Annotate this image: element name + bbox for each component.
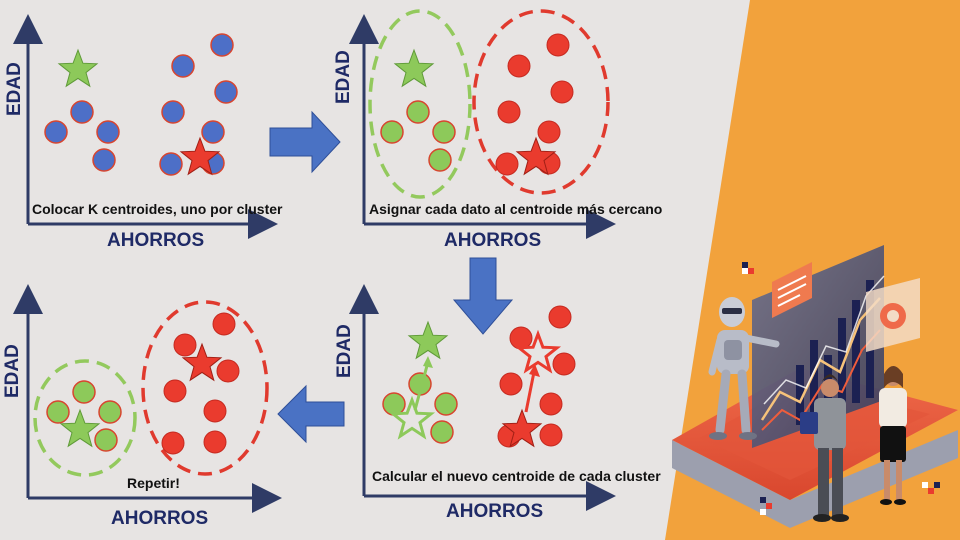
data-point (210, 33, 234, 57)
centroid-move-arrow (524, 371, 536, 413)
red-points (495, 33, 574, 176)
green-points (46, 380, 122, 452)
data-point (548, 305, 572, 329)
data-point (92, 148, 116, 172)
green-centroid-star-icon (393, 48, 435, 88)
data-point (539, 392, 563, 416)
red-points (161, 312, 240, 455)
platform-side (672, 430, 958, 528)
data-point (214, 80, 238, 104)
data-point (428, 148, 452, 172)
red-cluster-boundary (472, 9, 610, 195)
x-axis-label: AHORROS (111, 508, 209, 529)
data-point (546, 33, 570, 57)
panel-4 (12, 284, 282, 513)
green-points (380, 100, 456, 172)
data-point (161, 100, 185, 124)
data-point (382, 392, 406, 416)
data-point (98, 400, 122, 424)
x-axis-label: AHORROS (446, 501, 544, 522)
data-point (161, 431, 185, 455)
data-point (159, 152, 183, 176)
data-point (72, 380, 96, 404)
data-point (497, 100, 521, 124)
green-centroid-star-icon (57, 48, 99, 88)
decorative-squares (742, 262, 940, 515)
data-point (537, 120, 561, 144)
red-centroid-star-icon (179, 136, 221, 176)
arrowhead-icon (423, 356, 433, 368)
step-caption: Repetir! (127, 475, 180, 491)
data-point (203, 430, 227, 454)
data-point (46, 400, 70, 424)
data-point (539, 423, 563, 447)
data-point (499, 372, 523, 396)
panel-1 (12, 14, 278, 239)
step-caption: Asignar cada dato al centroide más cerca… (369, 201, 663, 217)
data-point (173, 333, 197, 357)
blue-points (44, 33, 238, 176)
right-arrow-icon (269, 110, 341, 174)
businessman-icon (800, 374, 849, 522)
data-point (201, 120, 225, 144)
red-cluster-boundary (141, 300, 269, 476)
card-line (777, 283, 807, 299)
green-points (382, 372, 458, 444)
red-centroid-star-icon (515, 136, 557, 176)
step-caption: Colocar K centroides, uno por cluster (32, 201, 283, 217)
data-point (44, 120, 68, 144)
card-line (777, 275, 807, 291)
red-centroid-star-icon (181, 342, 223, 382)
data-point (94, 428, 118, 452)
data-point (432, 120, 456, 144)
data-point (203, 399, 227, 423)
green-centroid-star-icon (407, 320, 449, 360)
data-point (434, 392, 458, 416)
arrowhead-icon (529, 364, 540, 377)
new-red-centroid-star-icon (514, 329, 562, 374)
y-axis-label: EDAD (4, 62, 25, 116)
data-point (212, 312, 236, 336)
data-point (406, 100, 430, 124)
panel-3 (349, 284, 616, 511)
data-point (495, 152, 519, 176)
x-axis-label: AHORROS (107, 230, 205, 251)
green-cluster-boundary (368, 9, 472, 199)
data-point (509, 326, 533, 350)
data-point (552, 352, 576, 376)
card-line (777, 294, 801, 307)
data-point (96, 120, 120, 144)
down-arrow-icon (452, 257, 514, 335)
data-point (216, 359, 240, 383)
businesswoman-icon (879, 366, 907, 505)
data-point (70, 100, 94, 124)
pie-chart-hole (887, 310, 899, 322)
robot-business-analytics-illustration (672, 245, 958, 528)
step-caption: Calcular el nuevo centroide de cada clus… (372, 468, 661, 484)
new-green-centroid-star-icon (388, 395, 436, 440)
centroid-move-arrow (413, 361, 430, 411)
green-centroid-star-icon (59, 408, 101, 448)
y-axis-label: EDAD (334, 324, 355, 378)
data-point (507, 54, 531, 78)
data-point (550, 80, 574, 104)
green-cluster-boundary (33, 359, 137, 477)
data-point (171, 54, 195, 78)
y-axis-label: EDAD (2, 344, 23, 398)
y-axis-label: EDAD (333, 50, 354, 104)
data-point (163, 379, 187, 403)
data-point (430, 420, 454, 444)
left-arrow-icon (277, 384, 345, 444)
robot-icon (708, 297, 780, 440)
data-point (380, 120, 404, 144)
panel-2 (349, 9, 616, 239)
red-centroid-star-icon (501, 408, 543, 448)
x-axis-label: AHORROS (444, 230, 542, 251)
